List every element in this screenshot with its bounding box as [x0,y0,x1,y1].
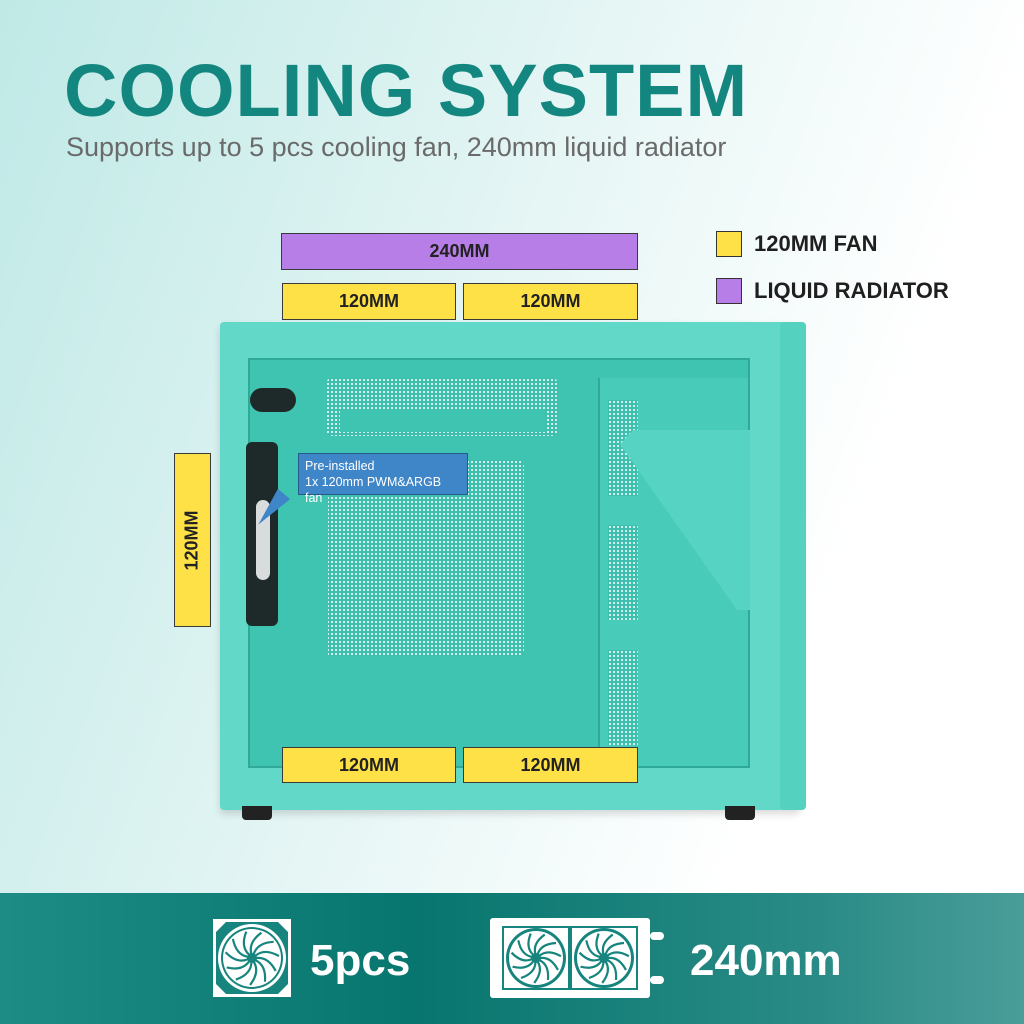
case-foot-left [242,806,272,820]
legend-label-fan: 120MM FAN [754,231,878,256]
fan-blade-stroke [226,960,251,970]
fan-blade-stroke [607,956,627,971]
fan-blade-stroke [235,961,253,981]
callout-line-2: 1x 120mm PWM&ARGB fan [305,475,442,505]
top-radiator-label: 240MM [429,241,490,261]
fan-blade-stroke [606,951,630,958]
fan-hub [247,953,257,963]
callout-line-1: Pre-installed [305,459,375,473]
fan-blade-stroke [538,959,550,981]
legend-swatch-radiator [716,278,742,304]
fan-blade-stroke [578,951,601,962]
fan-blade-stroke [533,961,542,984]
top-radiator-bar: 240MM [281,233,638,270]
fan-blade-stroke [539,956,559,971]
radiator-size: 240mm [690,936,842,985]
fan-blade-stroke [231,938,249,958]
fan-blade-stroke [510,951,533,962]
fan-blade-stroke [527,933,535,956]
fan-blade-stroke [580,960,603,969]
fan-blade-stroke [585,940,601,958]
bottom-fan-right-label: 120MM [520,754,581,775]
fan-blade-stroke [601,933,614,955]
fan-blade-stroke [255,956,277,972]
preinstalled-callout: Pre-installed 1x 120mm PWM&ARGB fan [298,453,468,505]
fan-blade-stroke [242,931,251,956]
fan-count: 5pcs [310,936,411,985]
fan-blade-stroke [536,941,557,955]
legend-swatch-fan [716,231,742,257]
bottom-fan-left-label: 120MM [338,754,400,775]
subtitle: Supports up to 5 pcs cooling fan, 240mm … [66,132,727,162]
fan-blade-stroke [517,940,533,958]
side-fan-label: 120MM [182,509,202,571]
fan-blade-stroke [249,931,263,955]
fan-blade-stroke [606,959,618,981]
side-fan-bar: 120MM [174,453,211,627]
page-title: COOLING SYSTEM [64,49,749,132]
fan-blade-stroke [533,933,546,955]
radiator-icon [490,918,664,998]
top-fan-right-label: 120MM [520,291,581,311]
legend-label-radiator: LIQUID RADIATOR [754,278,949,303]
fan-blade-stroke [512,960,535,969]
fan-hub [599,953,609,963]
top-fan-right-bar: 120MM [463,283,638,320]
case-foot-right [725,806,755,820]
top-fan-left-bar: 120MM [282,283,456,320]
fan-blade-stroke [601,961,610,984]
top-bracket [340,410,545,432]
fan-blade-stroke [224,951,249,962]
fan-blade-stroke [254,959,267,982]
bottom-fan-right-bar: 120MM [463,747,638,783]
vent-2 [608,525,638,620]
fan-icon [213,919,291,997]
fan-blade-stroke [254,950,280,958]
fan-blade-stroke [520,961,537,980]
vent-3 [608,650,638,745]
top-fan-left-label: 120MM [338,291,400,311]
case-front-panel [780,322,806,810]
fan-hub [531,953,541,963]
cable-grommet [250,388,296,412]
fan-blade [256,500,270,580]
bottom-fan-left-bar: 120MM [282,747,456,783]
fan-blade-stroke [538,951,562,958]
fan-blade-stroke [249,961,258,986]
fan-blade-stroke [588,961,605,980]
fan-blade-stroke [252,940,274,955]
fan-blade-stroke [604,941,625,955]
fan-blade-stroke [595,933,603,956]
